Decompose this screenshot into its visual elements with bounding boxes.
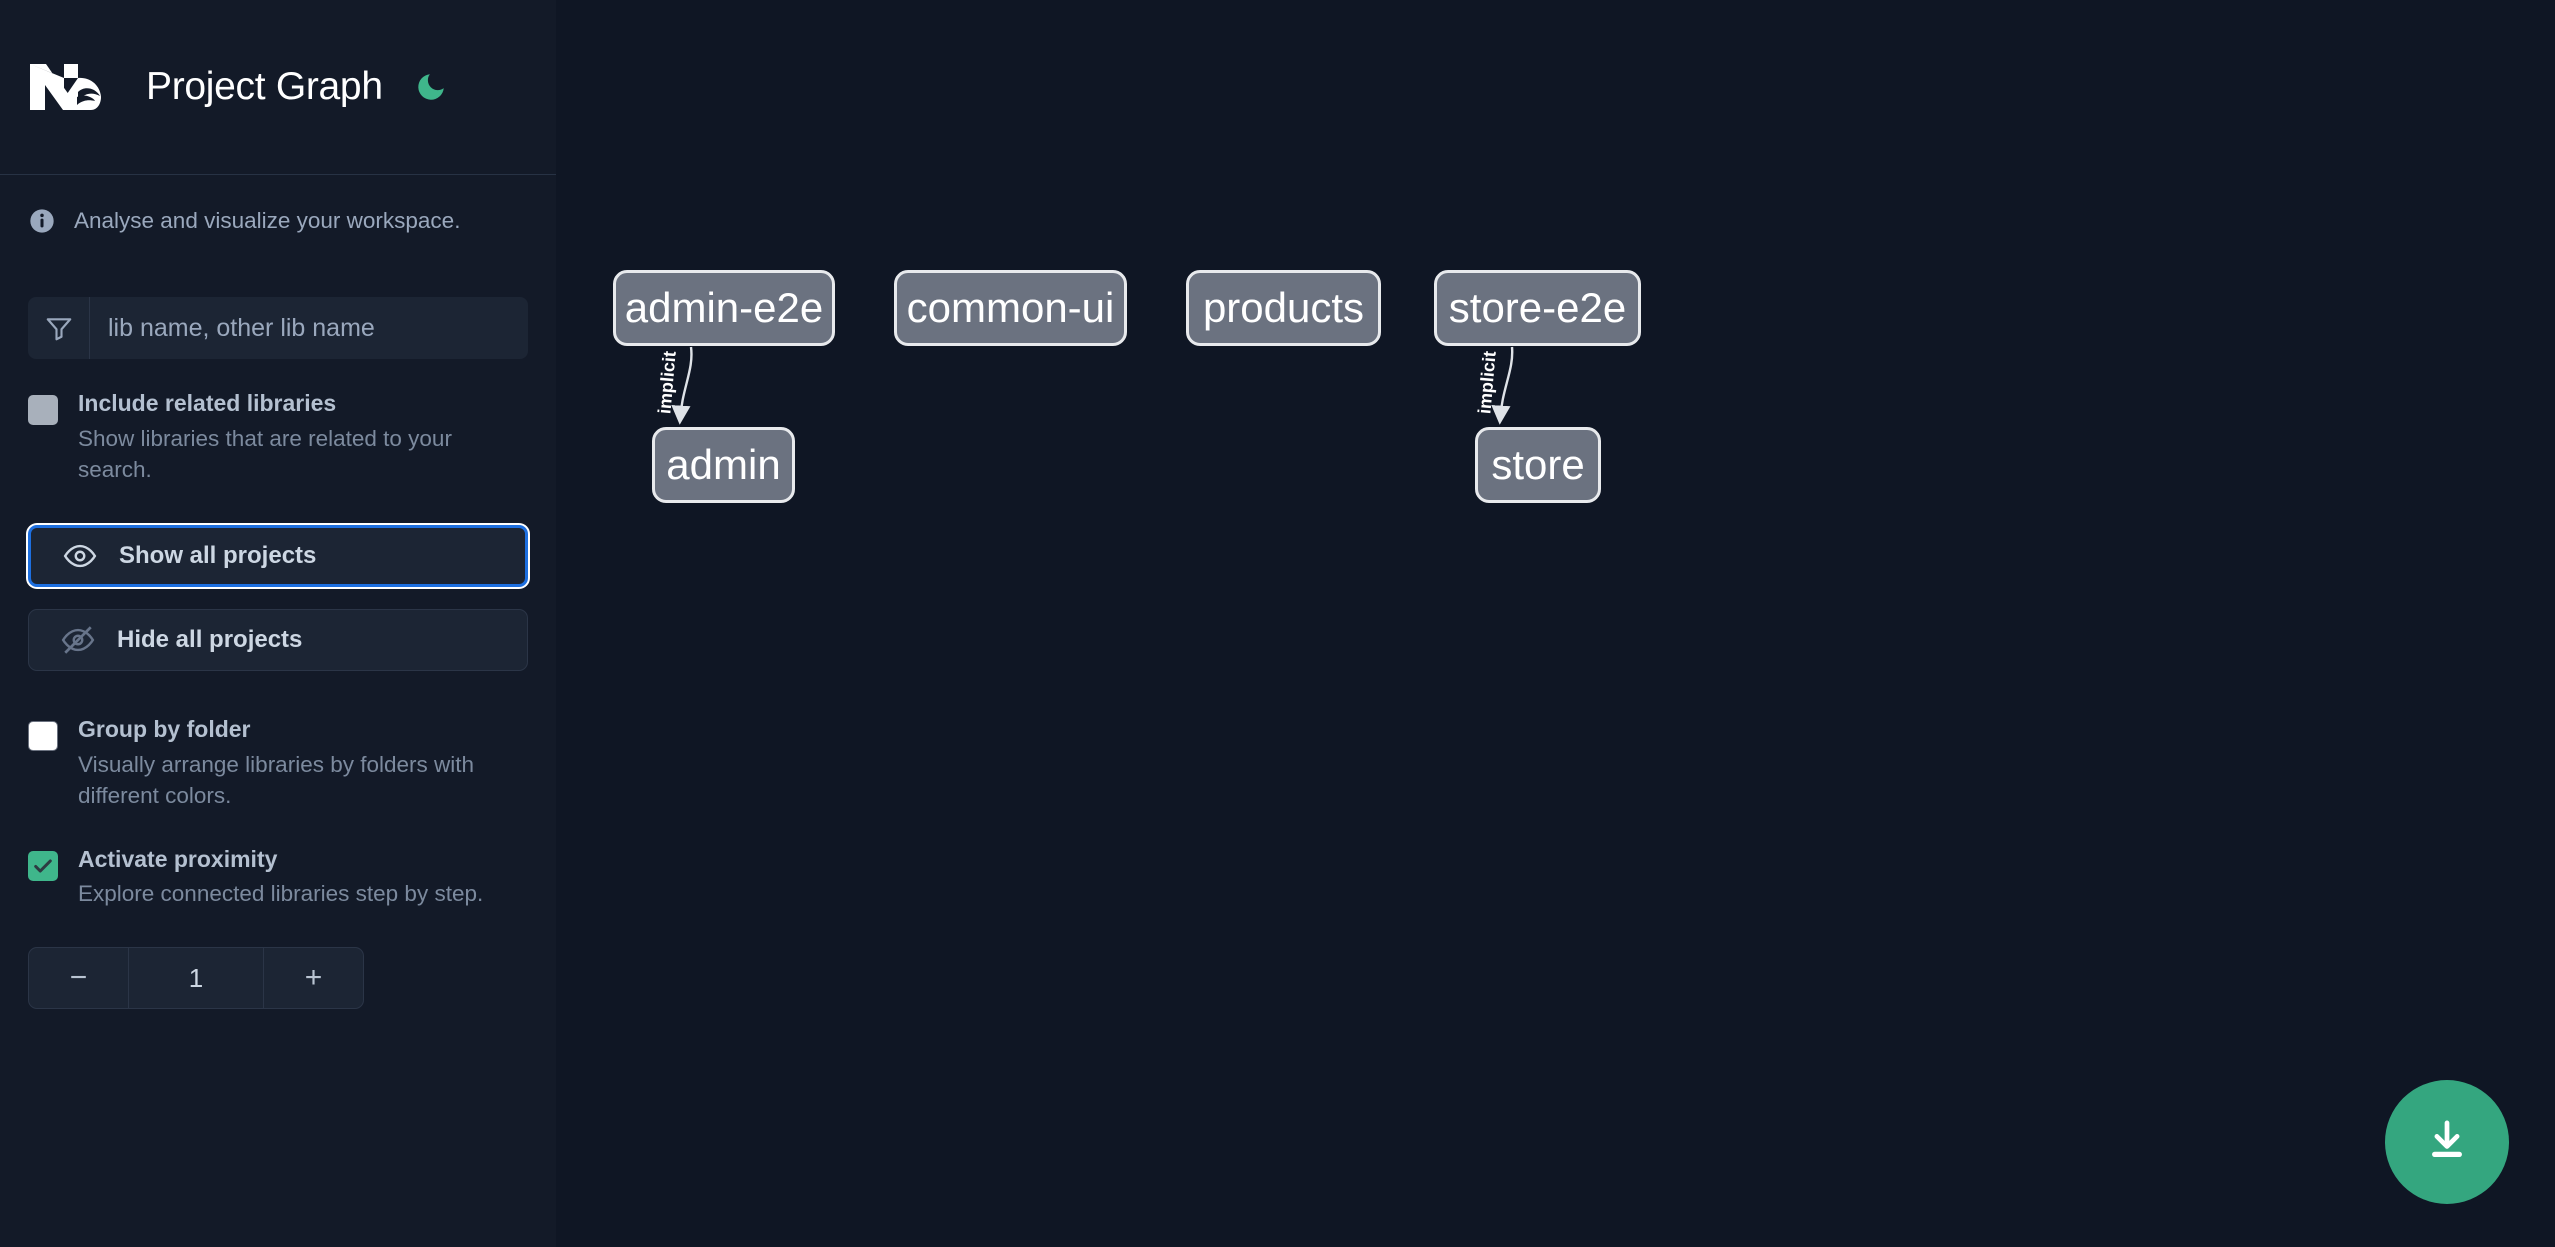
nx-logo [30,64,101,110]
filter-field[interactable] [28,297,528,359]
visibility-button-group: Show all projects Hide all projects [0,524,556,671]
activate-proximity-label: Activate proximity [78,845,278,872]
funnel-icon-box [28,297,90,359]
proximity-value: 1 [188,962,204,993]
include-related-libraries-label: Include related libraries [78,390,337,416]
group-by-folder-checkbox[interactable] [28,720,58,751]
proximity-stepper-wrap: − 1 + [0,947,556,1010]
hide-all-projects-button[interactable]: Hide all projects [28,608,528,671]
graph-node-store-e2e[interactable]: store-e2e [1434,270,1641,346]
sidebar: Project Graph Analyse and visualize your… [0,0,573,1247]
edge-label-store: implicit [1474,350,1499,415]
info-icon [30,209,54,233]
check-icon [34,859,52,873]
download-graph-button[interactable] [2385,1080,2509,1204]
proximity-decrement-button[interactable]: − [29,948,129,1009]
graph-edges: implicit implicit [654,346,1514,425]
edge-store-e2e-to-store [1491,346,1514,425]
graph-canvas[interactable]: implicit implicit admin-e2e common-ui pr… [556,0,2555,1247]
graph-node-common-ui[interactable]: common-ui [894,270,1127,346]
workspace-info-text: Analyse and visualize your workspace. [74,208,461,233]
show-all-projects-button[interactable]: Show all projects [28,524,528,587]
hide-all-projects-label: Hide all projects [117,625,303,653]
sidebar-body: Analyse and visualize your workspace. In… [0,175,556,1247]
workspace-info: Analyse and visualize your workspace. [0,175,556,235]
search-input[interactable] [90,297,528,359]
activate-proximity-checkbox[interactable] [28,850,58,881]
include-related-libraries-description: Show libraries that are related to your … [78,425,452,482]
group-by-folder-label: Group by folder [78,715,251,742]
sidebar-header: Project Graph [0,0,556,175]
proximity-stepper[interactable]: − 1 + [28,947,364,1010]
activate-proximity-description: Explore connected libraries step by step… [78,881,484,907]
graph-node-admin[interactable]: admin [652,427,795,503]
checkbox-include-related-libraries[interactable]: Include related libraries Show libraries… [0,389,556,485]
eye-icon [63,544,97,567]
edge-label-admin: implicit [654,350,679,415]
include-related-libraries-checkbox[interactable] [28,395,58,425]
theme-toggle-button[interactable] [411,67,451,107]
moon-icon [418,74,444,100]
page-title: Project Graph [146,65,383,108]
graph-node-store[interactable]: store [1475,427,1601,503]
edge-admin-e2e-to-admin [671,346,693,425]
group-by-folder-description: Visually arrange libraries by folders wi… [78,751,475,808]
graph-node-products[interactable]: products [1186,270,1381,346]
eye-off-icon [61,626,95,654]
checkbox-group-by-folder[interactable]: Group by folder Visually arrange librari… [0,715,556,811]
graph-node-admin-e2e[interactable]: admin-e2e [613,270,835,346]
show-all-projects-label: Show all projects [119,541,317,569]
download-icon [2432,1120,2462,1157]
funnel-icon [46,318,71,341]
checkbox-activate-proximity[interactable]: Activate proximity Explore connected lib… [0,845,556,910]
proximity-increment-button[interactable]: + [263,948,363,1009]
